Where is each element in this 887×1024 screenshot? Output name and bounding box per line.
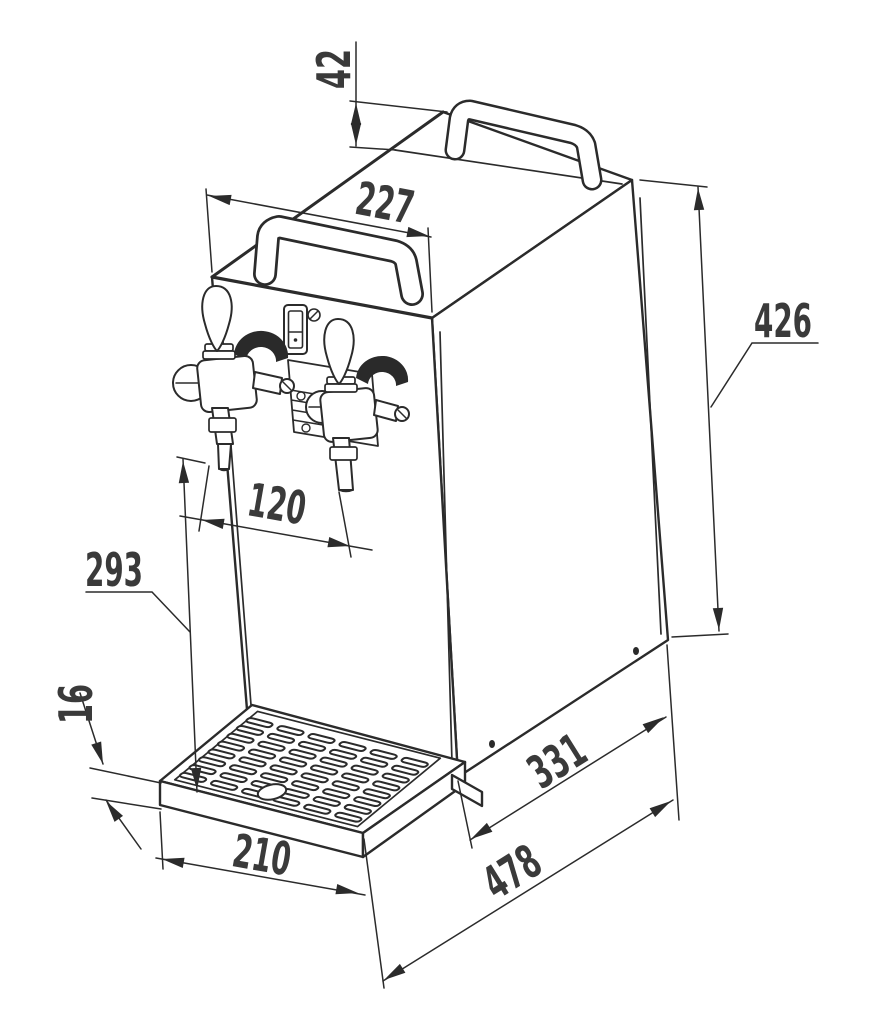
- tap-right-spring-shading: [356, 355, 409, 386]
- side-panel-screw: [633, 647, 639, 655]
- dim-label-side-depth: 331: [518, 723, 596, 800]
- power-switch: [283, 304, 308, 355]
- drip-tray-grate: [177, 718, 429, 824]
- tap-right: [305, 318, 410, 493]
- tap-right-body: [319, 387, 379, 443]
- dim-tray-width: 210: [155, 811, 385, 989]
- tap-left-spout: [217, 443, 232, 470]
- dim-426-leader: [710, 342, 819, 408]
- cabinet-foot: [450, 773, 484, 808]
- dim-label-handle-height: 42: [307, 49, 361, 89]
- dim-label-spout-to-tray: 293: [85, 543, 143, 597]
- tap-right-coupler: [373, 399, 399, 422]
- switch-screw: [307, 308, 321, 322]
- tap-left-handle: [201, 285, 233, 352]
- dim-label-overall-depth: 478: [473, 834, 551, 911]
- tap-left: [172, 285, 295, 472]
- dim-label-tap-spacing: 120: [244, 472, 310, 535]
- dim-top-front-width: 227: [205, 171, 433, 313]
- drip-tray: [160, 705, 465, 857]
- dim-body-height: 426: [639, 179, 819, 638]
- dim-tap-spacing: 120: [179, 465, 373, 558]
- dim-293-leader: [85, 591, 191, 633]
- dim-overall-depth: 478: [381, 796, 674, 985]
- dim-label-tray-width: 210: [229, 823, 295, 886]
- tap-left-body: [196, 355, 258, 413]
- front-carry-handle: [253, 215, 424, 306]
- dim-label-body-height: 426: [754, 294, 812, 348]
- front-right-fold-line: [439, 331, 453, 764]
- dim-handle-height: 42: [307, 41, 448, 151]
- tap-left-spring-shading: [234, 330, 289, 362]
- rear-carry-handle: [444, 99, 603, 191]
- dim-label-top-front-width: 227: [352, 171, 419, 235]
- right-edge-fold-line: [639, 197, 662, 635]
- drain-hole: [252, 782, 292, 802]
- side-panel-screw: [489, 740, 495, 748]
- top-front-edge: [210, 275, 434, 320]
- dim-spout-to-tray: 293: [85, 456, 206, 793]
- cabinet-body: [210, 110, 670, 779]
- dim-tray-thickness: 16: [49, 684, 162, 850]
- tap-right-handle: [323, 318, 355, 385]
- tap-left-coupler: [252, 371, 283, 395]
- dim-label-tray-thickness: 16: [49, 684, 103, 724]
- top-left-edge: [210, 110, 445, 279]
